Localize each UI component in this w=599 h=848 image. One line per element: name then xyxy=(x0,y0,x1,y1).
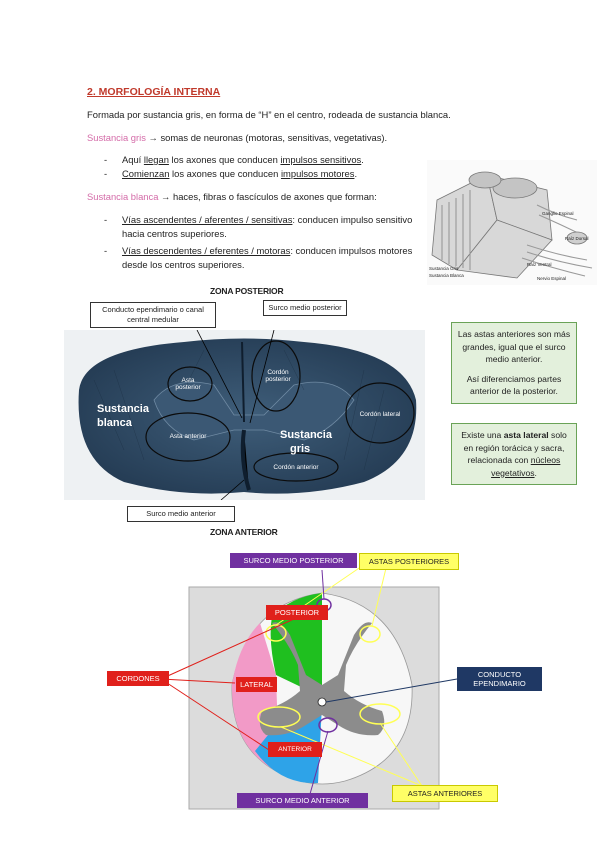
label-astas-anteriores: ASTAS ANTERIORES xyxy=(392,785,498,802)
gray-matter-desc: → somas de neuronas (motoras, sensitivas… xyxy=(145,132,388,143)
label-cordon-anterior: Cordón anterior xyxy=(273,464,319,471)
label-cordon-lateral: Cordón lateral xyxy=(360,411,401,418)
label-ganglio: Ganglio Espinal xyxy=(542,211,574,216)
label-asta-posterior-1: Asta xyxy=(181,377,194,384)
callout-surco-posterior: Surco medio posterior xyxy=(263,300,347,316)
zona-anterior-title: ZONA ANTERIOR xyxy=(210,527,278,537)
callout-conducto-ependimario: Conducto ependimario o canal central med… xyxy=(90,302,216,328)
label-sustancia-gris-1: Sustancia xyxy=(280,429,333,441)
white-matter-term: Sustancia blanca xyxy=(87,191,159,202)
intro-paragraph: Formada por sustancia gris, en forma de … xyxy=(87,109,451,120)
white-bullet-2: -Vías descendentes / eferentes / motoras… xyxy=(104,245,413,270)
label-raiz-dorsal: Raíz Dorsal xyxy=(565,236,589,241)
label-asta-posterior-2: posterior xyxy=(175,384,201,391)
zona-posterior-title: ZONA POSTERIOR xyxy=(210,286,284,296)
spinal-cord-illustration: Ganglio Espinal Raíz Dorsal Raíz Ventral… xyxy=(427,160,597,285)
label-sustancia-blanca: Sustancia Blanca xyxy=(429,273,464,278)
label-astas-posteriores: ASTAS POSTERIORES xyxy=(359,553,459,570)
label-cordones: CORDONES xyxy=(107,671,169,686)
label-sustancia-blanca-2: blanca xyxy=(97,417,133,429)
label-surco-medio-anterior: SURCO MEDIO ANTERIOR xyxy=(237,793,368,808)
label-lateral: LATERAL xyxy=(236,677,277,692)
label-cordon-posterior-1: Cordón xyxy=(267,369,289,376)
spinal-cord-diagram xyxy=(160,563,458,810)
gray-bullet-1: -Aquí llegan los axones que conducen imp… xyxy=(104,154,364,165)
gray-bullet-2: -Comienzan los axones que conducen impul… xyxy=(104,168,358,179)
label-raiz-ventral: Raíz Ventral xyxy=(527,262,552,267)
note-box-asta-lateral: Existe una asta lateral solo en región t… xyxy=(451,423,577,485)
label-cordon-posterior-2: posterior xyxy=(265,376,291,383)
section-heading: 2. MORFOLOGÍA INTERNA xyxy=(87,86,221,98)
callout-surco-anterior: Surco medio anterior xyxy=(127,506,235,522)
label-nervio: Nervio Espinal xyxy=(537,276,566,281)
label-anterior: ANTERIOR xyxy=(268,742,322,757)
label-sustancia-blanca-1: Sustancia xyxy=(97,403,150,415)
white-matter-desc: → haces, fibras o fascículos de axones q… xyxy=(158,191,377,202)
label-sustancia-gris: Sustancia Gris xyxy=(429,266,459,271)
gray-matter-line: Sustancia gris → somas de neuronas (moto… xyxy=(87,131,547,145)
note-box-astas: Las astas anteriores son más grandes, ig… xyxy=(451,322,577,404)
white-bullet-1: -Vías ascendentes / aferentes / sensitiv… xyxy=(104,214,413,239)
gray-matter-term: Sustancia gris xyxy=(87,132,146,143)
label-sustancia-gris-2: gris xyxy=(290,443,310,455)
white-matter-line: Sustancia blanca → haces, fibras o fascí… xyxy=(87,190,447,204)
label-asta-anterior: Asta anterior xyxy=(170,433,208,440)
label-conducto-ependimario: CONDUCTO EPENDIMARIO xyxy=(457,667,542,691)
label-posterior: POSTERIOR xyxy=(266,605,328,620)
label-surco-medio-posterior: SURCO MEDIO POSTERIOR xyxy=(230,553,357,568)
spinal-cord-micrograph: Asta posterior Cordón posterior Cordón l… xyxy=(64,330,425,500)
